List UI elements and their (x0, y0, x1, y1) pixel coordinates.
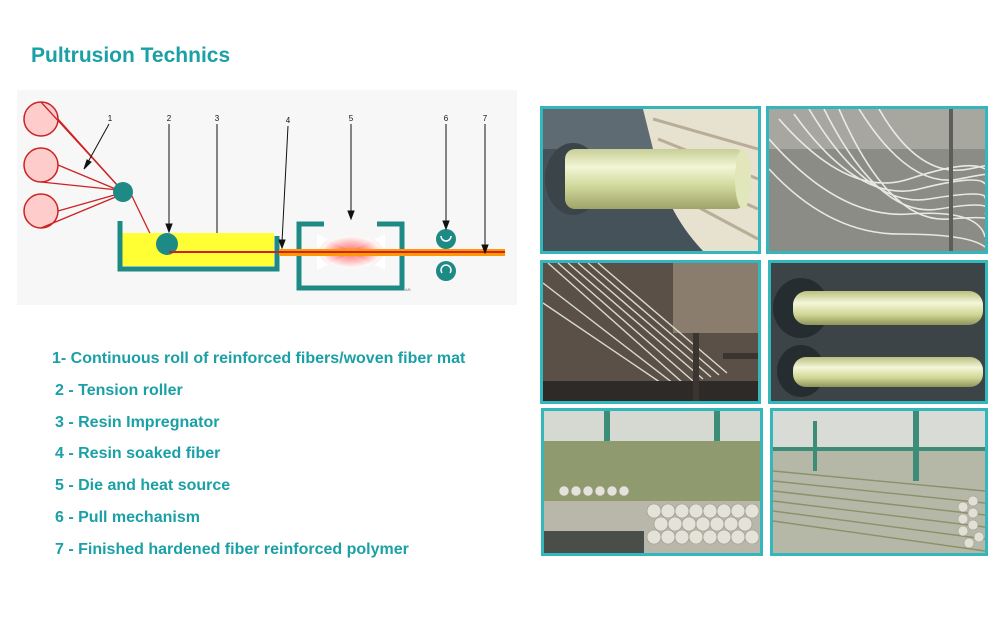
fiber-roll (23, 101, 59, 137)
pull-roller-top (436, 229, 456, 249)
page-title: Pultrusion Technics (31, 44, 231, 67)
pultrusion-diagram: 1 2 3 4 5 6 7 A/B (17, 90, 517, 305)
callout-arrows (83, 123, 489, 255)
legend-item-4: 4 - Resin soaked fiber (55, 445, 221, 463)
legend-item-2: 2 - Tension roller (55, 381, 183, 399)
photo-fiber-strands (766, 106, 988, 254)
legend-item-5: 5 - Die and heat source (55, 477, 231, 495)
photo-rod-from-die (540, 106, 761, 254)
callout-1: 1 (108, 114, 113, 123)
photo-finished-rods (768, 260, 988, 404)
callout-3: 3 (215, 114, 220, 123)
process-legend: 1- Continuous roll of reinforced fibers/… (52, 347, 465, 570)
callout-6: 6 (444, 114, 449, 123)
diagram-small-mark: A/B (405, 288, 411, 292)
legend-item-3: 3 - Resin Impregnator (55, 413, 220, 431)
photo-rod-rows (770, 408, 988, 556)
legend-item-6: 6 - Pull mechanism (55, 508, 200, 526)
pull-mechanism (436, 229, 456, 281)
legend-item-7: 7 - Finished hardened fiber reinforced p… (55, 540, 409, 558)
resin (122, 233, 274, 266)
guide-roller (113, 182, 133, 202)
photo-stacked-rods (541, 408, 763, 556)
photo-machine-feed (540, 260, 761, 404)
callout-2: 2 (167, 114, 172, 123)
pull-roller-bottom (436, 261, 456, 281)
fiber-roll (23, 147, 59, 183)
callout-5: 5 (349, 114, 354, 123)
tension-roller (156, 233, 178, 255)
callout-4: 4 (286, 116, 291, 125)
callout-7: 7 (483, 114, 488, 123)
fiber-rolls (23, 101, 59, 229)
legend-item-1: 1- Continuous roll of reinforced fibers/… (52, 350, 466, 367)
